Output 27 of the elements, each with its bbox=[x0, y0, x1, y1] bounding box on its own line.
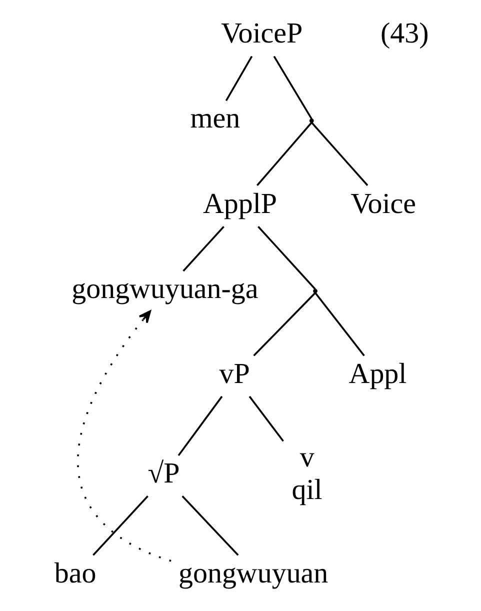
connector bbox=[256, 122, 312, 186]
node-point bbox=[308, 118, 314, 123]
node-text: bao bbox=[54, 557, 96, 590]
connector bbox=[177, 396, 222, 456]
connector bbox=[314, 292, 364, 356]
node-text: gongwuyuan bbox=[178, 557, 328, 590]
node-text: Voice bbox=[350, 188, 416, 220]
node-text: VoiceP bbox=[220, 17, 302, 50]
node-text: vP bbox=[218, 358, 250, 390]
node-text: men bbox=[190, 102, 240, 135]
connector bbox=[224, 56, 252, 102]
connector bbox=[248, 396, 284, 442]
node-text: Appl bbox=[348, 358, 406, 390]
node-text: ApplP bbox=[202, 188, 277, 220]
connector bbox=[92, 495, 148, 556]
connector bbox=[310, 122, 368, 186]
label: (43) bbox=[380, 17, 428, 50]
connector bbox=[272, 56, 312, 120]
node-text: gongwuyuan-ga bbox=[71, 272, 258, 305]
node-text: v qil bbox=[291, 441, 322, 506]
node-text: √P bbox=[147, 458, 180, 490]
arrow bbox=[76, 310, 171, 562]
node-point bbox=[312, 288, 317, 294]
connector bbox=[181, 495, 238, 556]
connector bbox=[252, 292, 316, 356]
connector bbox=[182, 226, 224, 272]
connector bbox=[257, 226, 316, 290]
